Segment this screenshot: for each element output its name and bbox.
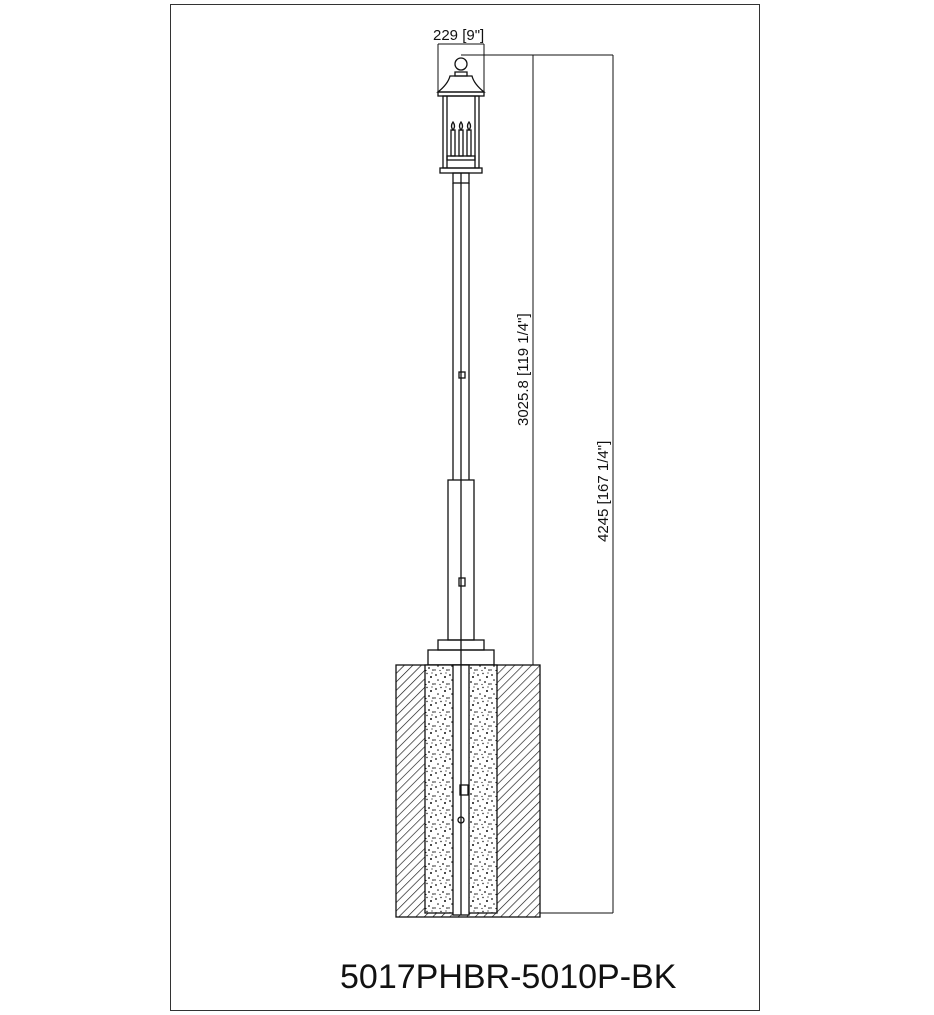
drawing-frame (170, 4, 760, 1011)
foundation-icon (395, 664, 541, 918)
model-number: 5017PHBR-5010P-BK (340, 958, 677, 996)
pole-height-dimension: 3025.8 [119 1/4"] (515, 313, 532, 426)
overall-height-dimension: 4245 [167 1/4"] (595, 441, 612, 542)
lantern-icon (436, 57, 486, 174)
width-dimension: 229 [9"] (433, 27, 484, 44)
dimension-lines (437, 43, 614, 914)
